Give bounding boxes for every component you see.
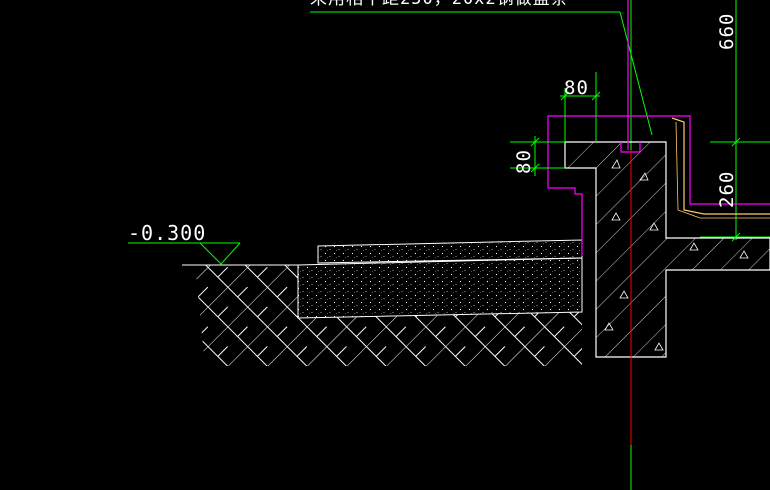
dim-80-side: 80	[510, 136, 565, 176]
elevation-label: -0.300	[128, 221, 206, 245]
earth-fill	[195, 265, 582, 366]
dim-660-label: 660	[716, 13, 738, 50]
dim-80-side-label: 80	[513, 149, 535, 174]
dim-260: 260	[716, 171, 741, 242]
dim-80-top: 80	[560, 72, 601, 142]
paving-slab	[317, 239, 583, 264]
concrete-aggregate-marks	[604, 159, 749, 351]
concrete-wall-section	[564, 141, 770, 358]
gravel-bed	[297, 257, 583, 319]
elevation-marker: -0.300	[128, 221, 241, 265]
top-note-text: 未用相平距250，20x2钢做盖条	[310, 0, 569, 9]
dim-660: 660	[716, 13, 741, 147]
reinforcement-bar	[671, 117, 770, 215]
dim-80-top-label: 80	[564, 77, 589, 99]
dim-260-label: 260	[716, 171, 738, 208]
